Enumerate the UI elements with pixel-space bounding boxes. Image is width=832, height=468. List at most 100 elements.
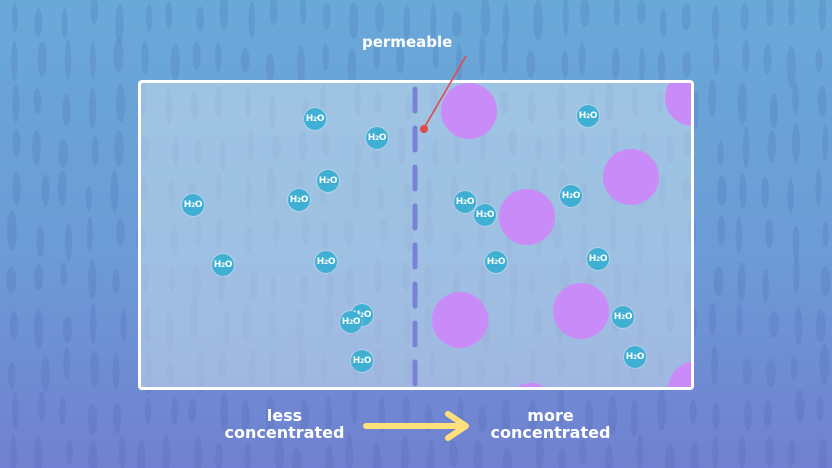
background-mark [137, 439, 146, 468]
background-mark [792, 80, 799, 116]
background-mark [220, 392, 229, 432]
background-mark [585, 400, 593, 434]
background-mark [62, 93, 71, 127]
background-mark [738, 435, 746, 468]
background-mark [291, 447, 302, 468]
background-mark [116, 218, 125, 246]
background-mark [613, 0, 621, 26]
background-mark [269, 0, 278, 26]
background-mark [479, 34, 486, 76]
background-mark [682, 51, 692, 78]
background-mark [818, 438, 828, 468]
background-mark [116, 84, 126, 123]
background-mark [88, 87, 97, 129]
background-mark [708, 302, 717, 336]
background-mark [737, 82, 748, 125]
background-mark [90, 303, 97, 344]
background-mark [33, 436, 43, 468]
background-mark [557, 386, 565, 426]
background-mark [503, 447, 512, 468]
background-mark [793, 257, 800, 294]
background-mark [501, 398, 511, 436]
background-mark [12, 128, 21, 158]
background-mark [88, 439, 98, 468]
background-mark [171, 396, 179, 426]
background-mark [763, 44, 772, 75]
background-mark [274, 436, 285, 468]
background-mark [659, 8, 667, 38]
background-mark [605, 443, 613, 468]
background-mark [822, 222, 829, 248]
background-mark [32, 129, 41, 166]
solute-particle-icon [665, 83, 691, 126]
background-mark [735, 216, 743, 253]
solute-particle-icon [553, 283, 609, 339]
background-mark [12, 171, 21, 205]
background-mark [579, 439, 587, 465]
background-mark [716, 175, 727, 207]
membrane-label: permeable [362, 33, 453, 51]
background-mark [11, 3, 19, 33]
background-mark [33, 88, 42, 114]
background-mark [608, 394, 618, 436]
background-mark [351, 388, 359, 424]
background-mark [526, 50, 536, 79]
background-mark [214, 42, 222, 73]
background-mark [765, 219, 774, 249]
background-mark [9, 311, 19, 341]
background-mark [66, 439, 74, 464]
background-mark [657, 50, 666, 82]
background-mark [713, 266, 724, 296]
background-mark [194, 434, 202, 468]
background-mark [144, 397, 152, 426]
background-mark [787, 439, 796, 467]
background-mark [162, 434, 171, 468]
background-mark [787, 178, 794, 214]
background-mark [786, 46, 796, 88]
background-mark [90, 0, 99, 25]
background-mark [762, 269, 769, 304]
background-mark [473, 440, 483, 468]
background-mark [432, 44, 439, 69]
left-label-line2: concentrated [224, 423, 345, 442]
background-mark [636, 434, 644, 468]
background-mark [816, 396, 824, 422]
background-mark [57, 169, 67, 207]
background-mark [165, 1, 173, 29]
background-mark [41, 174, 50, 208]
background-mark [12, 84, 20, 123]
background-mark [822, 124, 829, 162]
background-mark [120, 309, 127, 341]
background-mark [110, 170, 119, 213]
background-mark [638, 46, 646, 83]
background-mark [87, 403, 98, 436]
background-mark [60, 262, 67, 287]
background-mark [325, 444, 333, 468]
more-concentrated-label: more concentrated [478, 407, 623, 441]
background-mark [215, 442, 223, 468]
background-mark [37, 391, 46, 422]
background-mark [244, 442, 251, 468]
background-mark [241, 399, 250, 435]
right-label-line2: concentrated [490, 423, 611, 442]
background-mark [819, 343, 830, 386]
left-label-line1: less [266, 406, 303, 425]
background-mark [711, 345, 719, 386]
arrow-right-icon [363, 411, 469, 441]
background-mark [372, 442, 382, 468]
pointer-dot [420, 125, 428, 133]
background-mark [114, 129, 124, 167]
background-mark [665, 442, 675, 468]
background-mark [219, 0, 229, 31]
background-mark [187, 397, 197, 423]
